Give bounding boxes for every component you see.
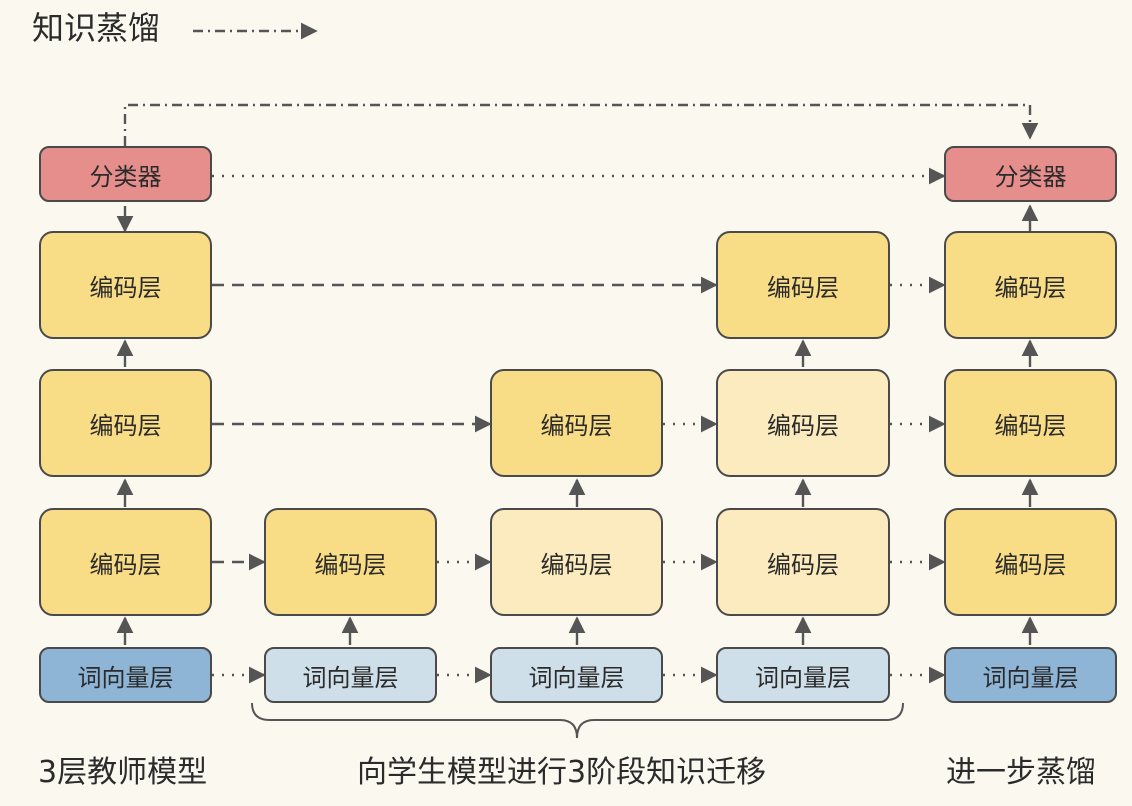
caption-further: 进一步蒸馏 [946, 755, 1096, 790]
stage2-encoder-2: 编码层 [490, 369, 663, 477]
final-embedding: 词向量层 [944, 647, 1117, 703]
box-label: 词向量层 [528, 663, 625, 692]
stage3-encoder-2: 编码层 [716, 369, 890, 477]
teacher-encoder-2: 编码层 [39, 369, 212, 477]
stage3-encoder-1: 编码层 [716, 508, 890, 616]
final-classifier: 分类器 [944, 146, 1117, 202]
teacher-embedding: 词向量层 [39, 647, 212, 703]
box-label: 编码层 [314, 550, 387, 579]
box-label: 词向量层 [302, 663, 399, 692]
legend-title: 知识蒸馏 [32, 9, 161, 47]
stage3-encoder-3: 编码层 [716, 231, 890, 339]
stage1-embedding: 词向量层 [264, 647, 437, 703]
caption-transfer: 向学生模型进行3阶段知识迁移 [357, 755, 767, 790]
final-encoder-1: 编码层 [944, 508, 1117, 616]
final-encoder-3: 编码层 [944, 231, 1117, 339]
stage3-embedding: 词向量层 [716, 647, 890, 703]
box-label: 编码层 [767, 550, 839, 579]
box-label: 编码层 [540, 550, 613, 579]
distill-feedback-path [123, 103, 1039, 146]
box-label: 词向量层 [982, 663, 1079, 692]
stage2-encoder-1: 编码层 [490, 508, 663, 616]
box-label: 词向量层 [77, 663, 174, 692]
box-label: 编码层 [767, 411, 839, 440]
box-label: 编码层 [994, 411, 1067, 440]
teacher-encoder-3: 编码层 [39, 231, 212, 339]
teacher-classifier: 分类器 [39, 146, 212, 202]
box-label: 编码层 [994, 273, 1067, 302]
box-label: 词向量层 [755, 663, 851, 692]
caption-teacher: 3层教师模型 [38, 755, 208, 790]
stage1-encoder-1: 编码层 [264, 508, 437, 616]
box-label: 分类器 [994, 162, 1067, 191]
box-label: 编码层 [767, 273, 839, 302]
box-label: 编码层 [540, 411, 613, 440]
box-label: 编码层 [994, 550, 1067, 579]
box-label: 分类器 [89, 162, 162, 191]
box-label: 编码层 [89, 411, 162, 440]
teacher-encoder-1: 编码层 [39, 508, 212, 616]
box-label: 编码层 [89, 273, 162, 302]
transfer-brace [251, 702, 904, 739]
stage2-embedding: 词向量层 [490, 647, 663, 703]
box-label: 编码层 [89, 550, 162, 579]
final-encoder-2: 编码层 [944, 369, 1117, 477]
